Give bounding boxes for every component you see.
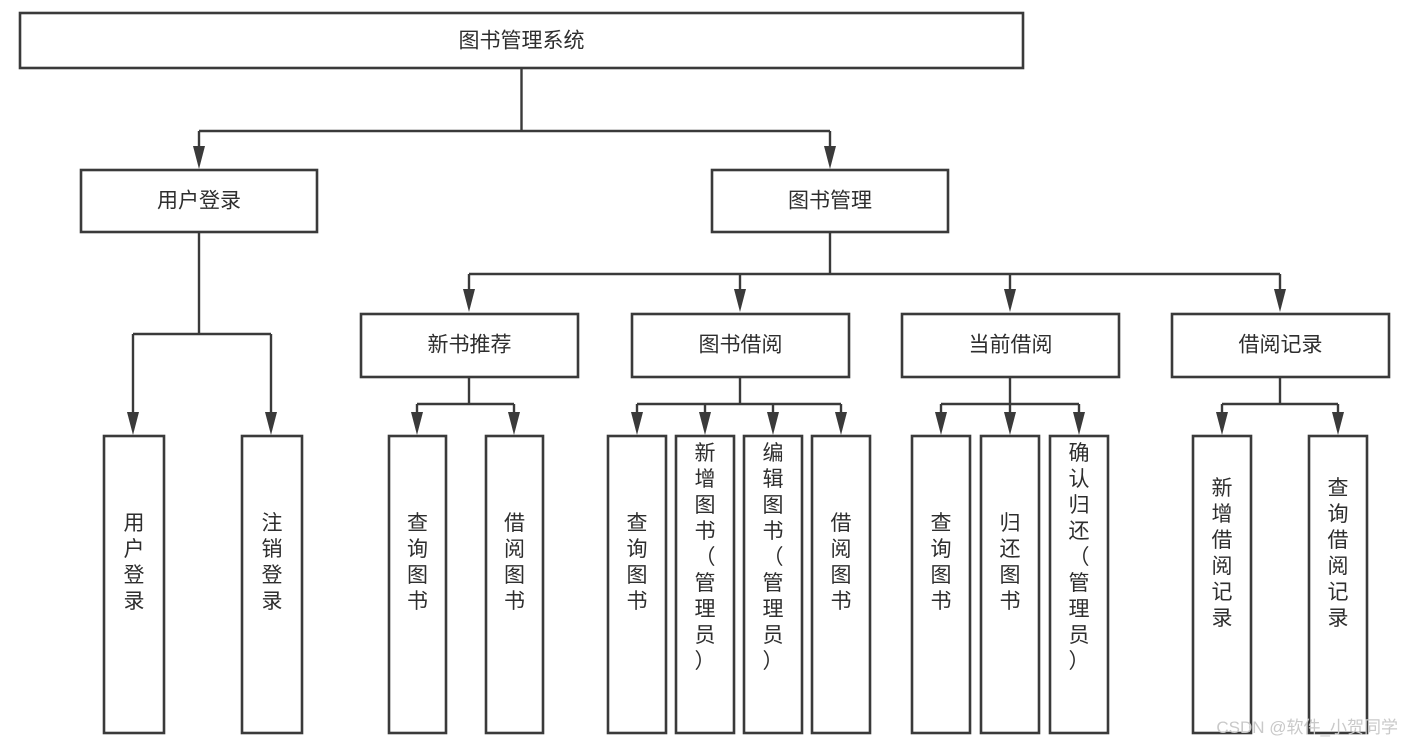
- node-borrow-record[interactable]: 借阅记录: [1170, 312, 1391, 379]
- node-leaf-edit-book[interactable]: 编辑图书（管理员）: [742, 434, 804, 735]
- arrow-to-borrow-record-icon: [1274, 289, 1286, 312]
- arrow-leaf-return-book-icon: [1004, 412, 1016, 435]
- arrow-to-current-borrow-icon: [1004, 289, 1016, 312]
- node-book-borrow-label: 图书借阅: [699, 334, 783, 357]
- node-leaf-edit-book-label: 编辑图书（管理员）: [763, 442, 784, 673]
- node-leaf-borrow-book-1[interactable]: 借阅图书: [484, 434, 545, 735]
- node-root-box[interactable]: [18, 11, 1025, 70]
- node-leaf-query-book-1[interactable]: 查询图书: [387, 434, 448, 735]
- node-book-management[interactable]: 图书管理: [710, 168, 950, 234]
- node-current-borrow[interactable]: 当前借阅: [900, 312, 1121, 379]
- node-current-borrow-label: 当前借阅: [969, 334, 1053, 357]
- arrow-leaf-add-record-icon: [1216, 412, 1228, 435]
- node-leaf-add-record-label: 新增借阅记录: [1212, 477, 1233, 630]
- node-leaf-add-record[interactable]: 新增借阅记录: [1191, 434, 1253, 735]
- arrow-leaf-edit-book-icon: [767, 412, 779, 435]
- arrow-leaf-add-book-icon: [699, 412, 711, 435]
- arrow-leaf-query-book-1-icon: [411, 412, 423, 435]
- node-leaf-query-record[interactable]: 查询借阅记录: [1307, 434, 1369, 735]
- node-leaf-add-book-label: 新增图书（管理员）: [695, 442, 716, 673]
- node-book-management-label: 图书管理: [788, 190, 872, 213]
- arrow-leaf-query-record-icon: [1332, 412, 1344, 435]
- node-borrow-record-box[interactable]: [1170, 312, 1391, 379]
- arrow-leaf-confirm-return-icon: [1073, 412, 1085, 435]
- connector-layer: [127, 68, 1344, 435]
- arrow-leaf-logout-login-icon: [265, 412, 277, 435]
- node-leaf-add-record-box[interactable]: [1191, 434, 1253, 735]
- arrow-leaf-borrow-book-1-icon: [508, 412, 520, 435]
- node-new-book-recommend-box[interactable]: [359, 312, 580, 379]
- node-root-label: 图书管理系统: [459, 30, 585, 53]
- node-leaf-user-login-box[interactable]: [102, 434, 166, 735]
- arrow-to-book-borrow-icon: [734, 289, 746, 312]
- node-new-book-recommend[interactable]: 新书推荐: [359, 312, 580, 379]
- node-leaf-add-book[interactable]: 新增图书（管理员）: [674, 434, 736, 735]
- arrow-leaf-user-login-icon: [127, 412, 139, 435]
- node-leaf-edit-book-box[interactable]: [742, 434, 804, 735]
- arrow-to-user-login-icon: [193, 146, 205, 169]
- csdn-watermark: CSDN @软件_小贺同学: [1216, 718, 1398, 737]
- node-leaf-return-book[interactable]: 归还图书: [979, 434, 1041, 735]
- node-leaf-query-book-1-label: 查询图书: [407, 512, 428, 613]
- node-leaf-logout-login-box[interactable]: [240, 434, 304, 735]
- node-leaf-borrow-book-2-box[interactable]: [810, 434, 872, 735]
- node-leaf-query-record-label: 查询借阅记录: [1328, 477, 1349, 630]
- node-leaf-user-login-label: 用户登录: [124, 512, 145, 613]
- node-leaf-query-book-1-box[interactable]: [387, 434, 448, 735]
- arrow-leaf-borrow-book-2-icon: [835, 412, 847, 435]
- node-leaf-borrow-book-2-label: 借阅图书: [831, 512, 852, 613]
- node-book-management-box[interactable]: [710, 168, 950, 234]
- node-leaf-query-record-box[interactable]: [1307, 434, 1369, 735]
- node-user-login[interactable]: 用户登录: [79, 168, 319, 234]
- node-leaf-query-book-3-label: 查询图书: [931, 512, 952, 613]
- arrow-to-book-management-icon: [824, 146, 836, 169]
- node-leaf-borrow-book-1-box[interactable]: [484, 434, 545, 735]
- node-leaf-logout-login-label: 注销登录: [262, 512, 283, 613]
- node-leaf-logout-login[interactable]: 注销登录: [240, 434, 304, 735]
- node-leaf-return-book-box[interactable]: [979, 434, 1041, 735]
- node-leaf-query-book-2-label: 查询图书: [627, 512, 648, 613]
- node-leaf-query-book-3[interactable]: 查询图书: [910, 434, 972, 735]
- node-leaf-query-book-3-box[interactable]: [910, 434, 972, 735]
- node-new-book-recommend-label: 新书推荐: [428, 334, 512, 357]
- node-book-borrow[interactable]: 图书借阅: [630, 312, 851, 379]
- arrow-leaf-query-book-2-icon: [631, 412, 643, 435]
- node-borrow-record-label: 借阅记录: [1239, 334, 1323, 357]
- node-user-login-box[interactable]: [79, 168, 319, 234]
- arrow-leaf-query-book-3-icon: [935, 412, 947, 435]
- node-current-borrow-box[interactable]: [900, 312, 1121, 379]
- node-leaf-borrow-book-1-label: 借阅图书: [504, 512, 525, 613]
- node-leaf-return-book-label: 归还图书: [1000, 512, 1021, 613]
- node-leaf-query-book-2-box[interactable]: [606, 434, 668, 735]
- node-user-login-label: 用户登录: [157, 190, 241, 213]
- node-leaf-borrow-book-2[interactable]: 借阅图书: [810, 434, 872, 735]
- node-leaf-confirm-return-label: 确认归还（管理员）: [1069, 442, 1090, 673]
- node-leaf-user-login[interactable]: 用户登录: [102, 434, 166, 735]
- node-leaf-add-book-box[interactable]: [674, 434, 736, 735]
- node-leaf-confirm-return-box[interactable]: [1048, 434, 1110, 735]
- node-root-system[interactable]: 图书管理系统: [18, 11, 1025, 70]
- node-book-borrow-box[interactable]: [630, 312, 851, 379]
- arrow-to-new-book-recommend-icon: [463, 289, 475, 312]
- node-leaf-query-book-2[interactable]: 查询图书: [606, 434, 668, 735]
- node-leaf-confirm-return[interactable]: 确认归还（管理员）: [1048, 434, 1110, 735]
